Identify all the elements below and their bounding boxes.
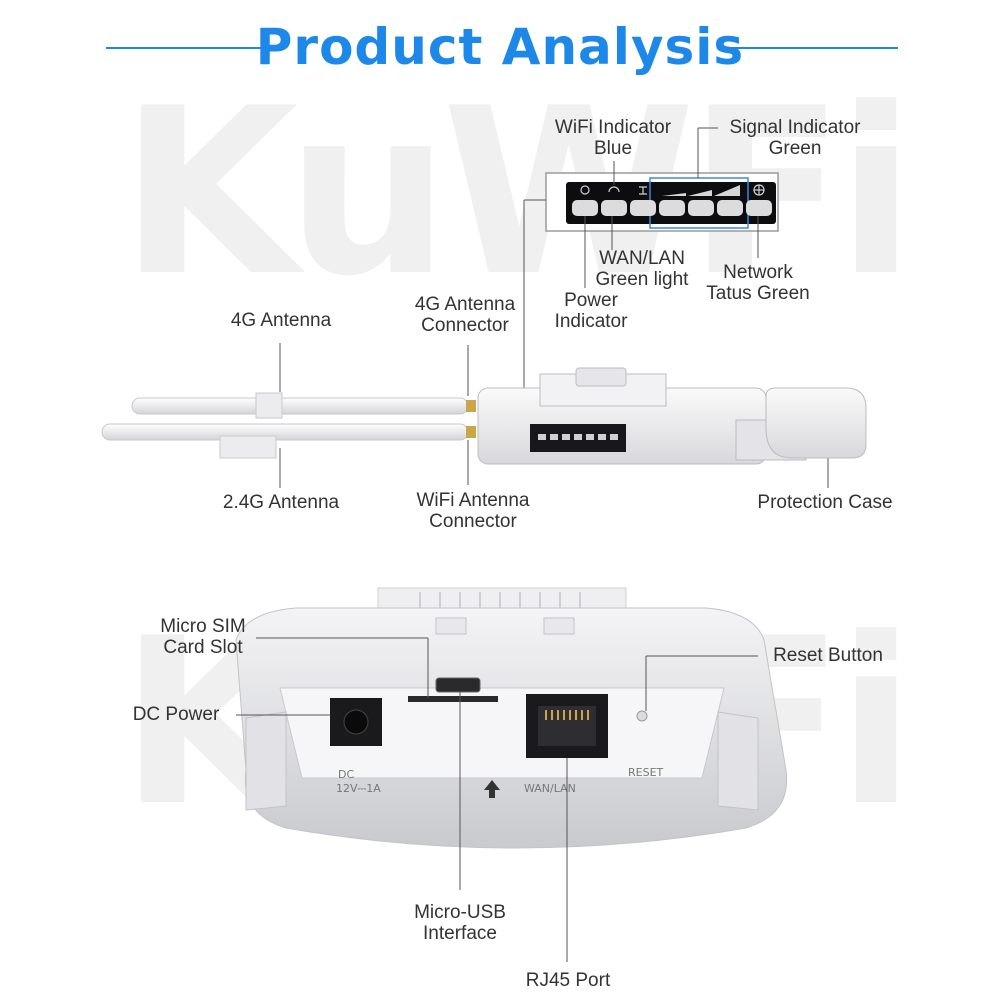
page-title: Product Analysis (255, 18, 745, 76)
pointer-lines-bottom (236, 637, 758, 962)
device-print-reset: RESET (628, 766, 664, 779)
device-print-wanlan: WAN/LAN (524, 782, 576, 795)
led-wifi (601, 200, 627, 216)
lan-icon (639, 186, 647, 195)
led-icons (580, 184, 765, 196)
sim-slot (408, 696, 498, 702)
device-print-rating: 12V⎓1A (336, 782, 381, 795)
led-signal-2 (688, 200, 714, 216)
micro-usb-port (435, 677, 481, 693)
device-print-dc: DC (338, 768, 354, 781)
label-reset-button: Reset Button (773, 645, 883, 666)
led-network (746, 200, 772, 216)
protection-case-part (765, 387, 867, 459)
title-line-right (728, 47, 898, 49)
label-4g-antenna: 4G Antenna (230, 310, 332, 331)
label-2-4g-antenna: 2.4G Antenna (222, 492, 340, 513)
arrow-up-icon (484, 780, 500, 798)
antenna-2-4g (101, 423, 469, 459)
led-signal-3 (717, 200, 743, 216)
led-power (572, 200, 598, 216)
reset-hole (636, 710, 648, 722)
label-protection-case: Protection Case (757, 492, 893, 513)
led-wan-lan (630, 200, 656, 216)
watermark-top: KuWFi (120, 60, 916, 327)
signal-bars-icon (662, 185, 740, 196)
wifi-icon (608, 186, 620, 193)
antenna-4g (131, 392, 469, 419)
led-panel-zoom (545, 172, 779, 232)
led-button-row (572, 200, 772, 216)
led-signal-1 (659, 200, 685, 216)
title-line-left (106, 47, 276, 49)
power-icon (580, 185, 590, 195)
label-rj45: RJ45 Port (525, 970, 611, 991)
router-body-side (477, 367, 807, 465)
antenna-connectors (466, 400, 476, 438)
router-bottom-closeup: DC 12V⎓1A WAN/LAN RESET (235, 587, 788, 849)
pointer-lines-top (279, 127, 829, 488)
label-dc-power: DC Power (132, 704, 220, 725)
